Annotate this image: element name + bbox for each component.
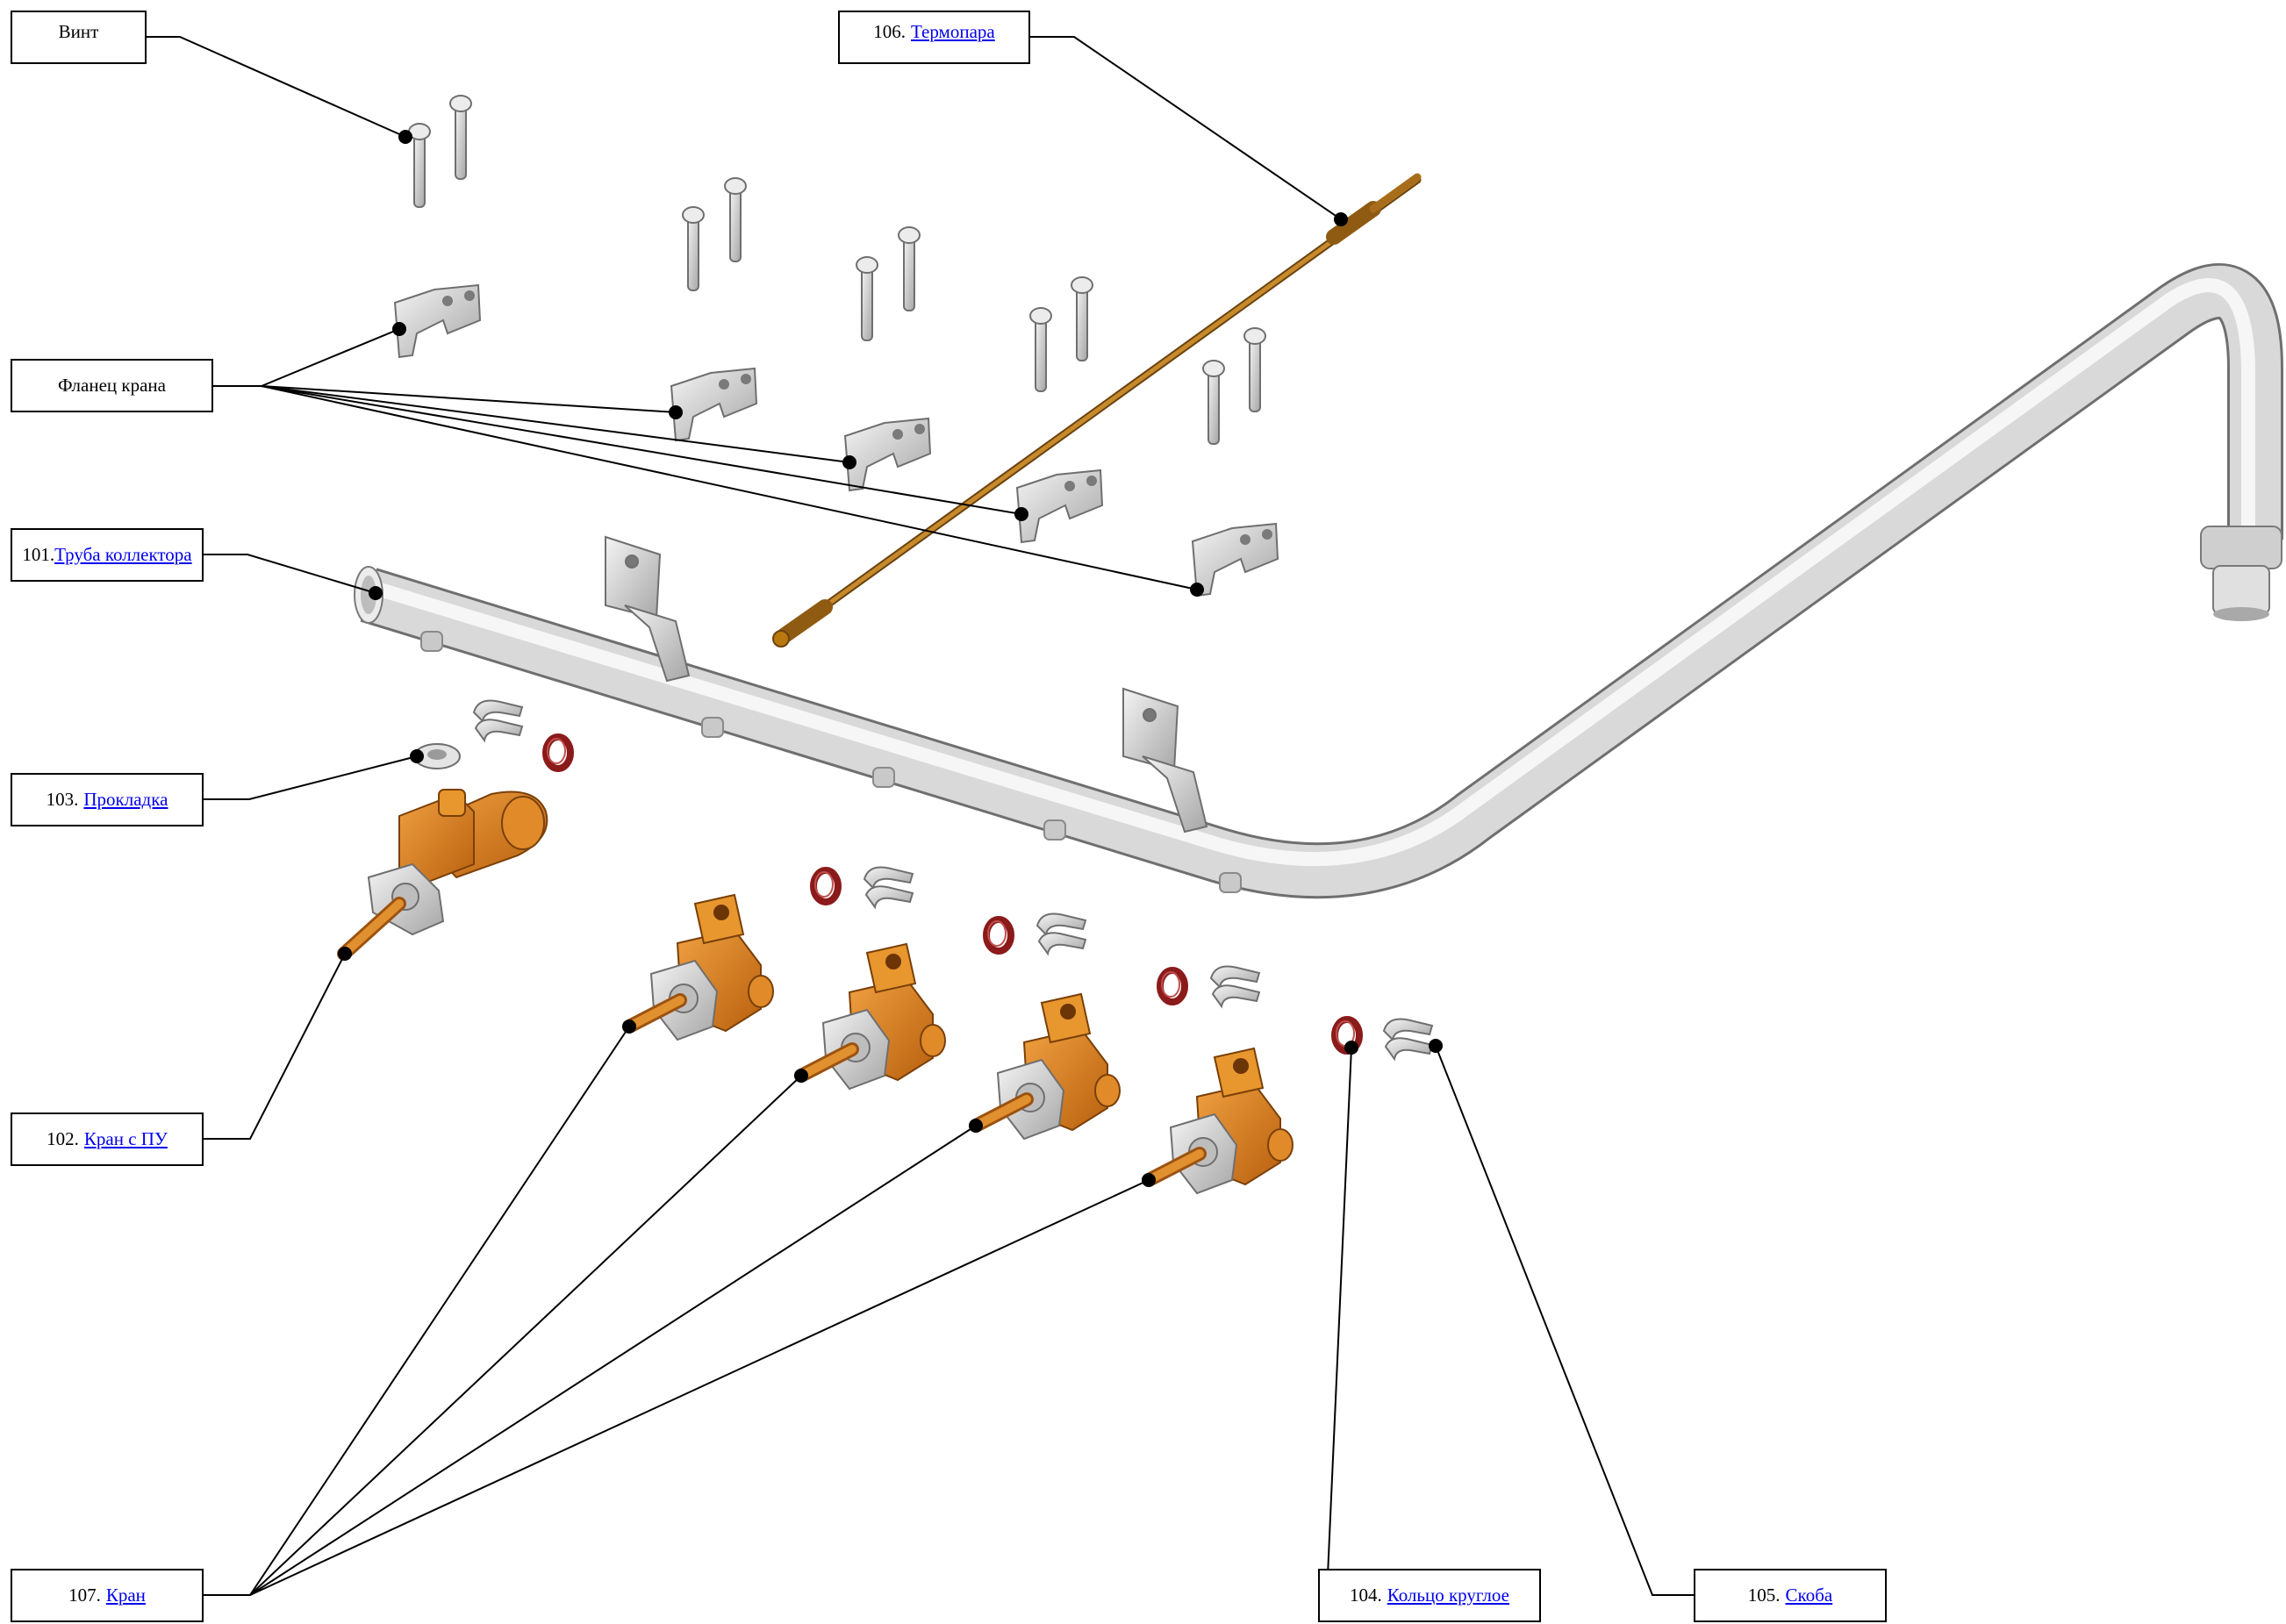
collector-pipe [354, 263, 2283, 899]
label-valve-pu-number: 102. [47, 1128, 79, 1149]
screw-icon [856, 256, 878, 341]
flanges-group [393, 283, 1279, 597]
oring-icon [983, 916, 1014, 955]
clip-icon [1382, 1018, 1434, 1062]
leader-valve-1 [203, 1026, 630, 1596]
screw-icon [1029, 307, 1052, 392]
screw-icon [1202, 360, 1225, 445]
leader-valve-pu [203, 953, 346, 1140]
leader-thermocouple [1029, 36, 1342, 220]
label-clip: 105. Скоба [1694, 1569, 1887, 1622]
screw-icon [898, 226, 921, 311]
label-clip-number: 105. [1747, 1585, 1781, 1606]
leader-dots [338, 130, 1443, 1187]
leader-oring [1318, 1047, 1352, 1596]
oring-icon [1157, 967, 1188, 1005]
leader-valve-2 [249, 1075, 802, 1596]
leader-flange-3 [261, 385, 850, 463]
leader-valve-4 [249, 1179, 1150, 1596]
valve-icon [1142, 1047, 1293, 1195]
flange-icon [393, 283, 482, 359]
screws-group [408, 95, 1266, 445]
label-valve: 107. Кран [11, 1569, 204, 1622]
screw-icon [724, 177, 747, 262]
flange-icon [843, 417, 932, 492]
flange-icon [670, 367, 758, 442]
flange-icon [1015, 469, 1104, 544]
screw-icon [1243, 327, 1266, 412]
leader-collector [203, 554, 376, 594]
orings-group [542, 733, 1363, 1055]
valve-icon [794, 942, 946, 1091]
valve-icon [622, 893, 774, 1041]
valve-icon [969, 992, 1121, 1141]
leader-gasket [203, 755, 418, 800]
screw-icon [1071, 276, 1093, 361]
gasket-link[interactable]: Прокладка [83, 789, 168, 810]
label-oring: 104. Кольцо круглое [1318, 1569, 1541, 1622]
clip-link[interactable]: Скоба [1785, 1585, 1833, 1606]
leader-flange-5 [261, 385, 1198, 590]
label-screw: Винт [11, 11, 147, 64]
leader-screw [146, 36, 406, 138]
clip-icon [1209, 965, 1261, 1009]
screw-icon [408, 123, 431, 208]
label-collector-number: 101. [22, 544, 55, 565]
label-valve-number: 107. [68, 1585, 101, 1606]
valve-with-pilot-part [337, 789, 548, 961]
leader-valve-3 [249, 1125, 977, 1596]
clip-icon [1036, 912, 1087, 956]
gasket-part [413, 743, 461, 769]
clip-icon [472, 699, 524, 743]
label-valve-pu: 102. Кран с ПУ [11, 1112, 204, 1166]
label-oring-number: 104. [1349, 1585, 1382, 1606]
leader-clip [1435, 1045, 1694, 1596]
screw-icon [449, 95, 472, 180]
label-thermocouple: 106. Термопара [838, 11, 1030, 64]
label-collector: 101. Труба коллектора [11, 528, 204, 582]
leader-flange-2 [261, 385, 677, 413]
label-flange-text: Фланец крана [58, 375, 166, 396]
clip-icon [863, 866, 914, 910]
label-flange: Фланец крана [11, 359, 213, 412]
oring-link[interactable]: Кольцо круглое [1387, 1585, 1509, 1606]
leader-flange-1 [212, 328, 400, 387]
leader-flange-4 [261, 385, 1022, 515]
oring-icon [810, 867, 842, 905]
thermocouple-link[interactable]: Термопара [911, 21, 995, 42]
thermocouple-part [772, 173, 1422, 647]
collector-link[interactable]: Труба коллектора [54, 544, 192, 565]
oring-icon [542, 733, 574, 772]
valve-link[interactable]: Кран [105, 1585, 146, 1606]
label-thermocouple-number: 106. [873, 21, 907, 42]
valve-pu-link[interactable]: Кран с ПУ [83, 1128, 168, 1149]
label-screw-text: Винт [58, 21, 99, 42]
screw-icon [682, 206, 705, 291]
clips-group [472, 699, 1434, 1062]
flange-icon [1191, 522, 1279, 597]
valves-group [622, 893, 1293, 1195]
label-gasket-number: 103. [46, 789, 79, 810]
label-gasket: 103. Прокладка [11, 773, 204, 826]
